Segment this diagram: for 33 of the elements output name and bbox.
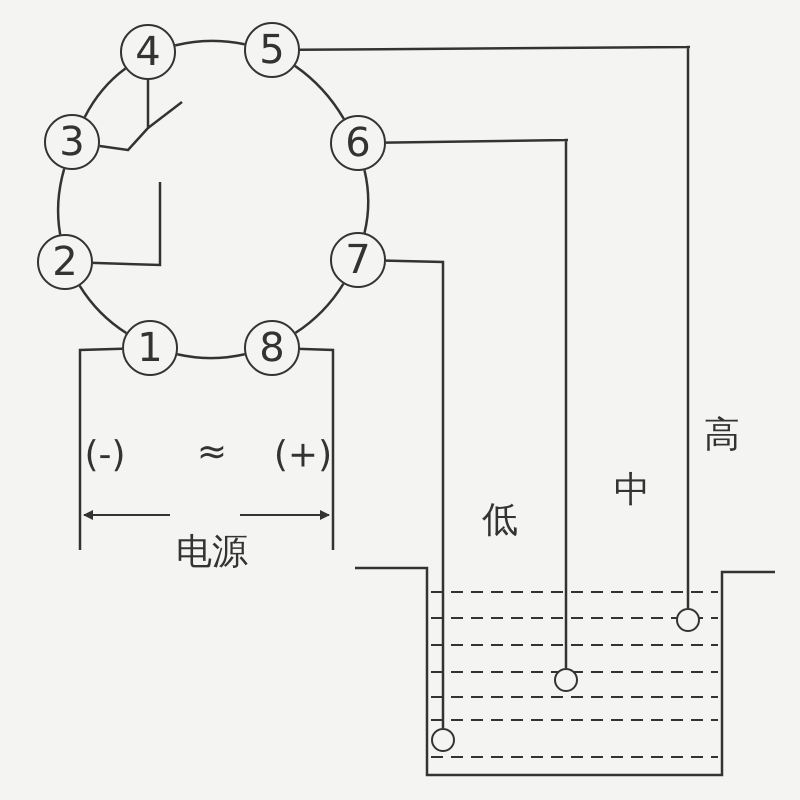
wire <box>100 80 150 152</box>
pin-terminal: 5 <box>244 22 300 78</box>
pin-terminal: 3 <box>44 114 100 170</box>
wire <box>174 40 245 47</box>
wire <box>78 348 122 550</box>
polarity-label: (-) <box>84 434 126 476</box>
electrode-probe <box>554 668 578 692</box>
pin-terminal: 4 <box>120 24 176 80</box>
wire <box>78 285 128 334</box>
wire <box>177 353 245 360</box>
wire <box>300 46 692 608</box>
wire <box>294 64 345 120</box>
level-label: 中 <box>614 468 650 512</box>
wire <box>84 68 126 118</box>
wire <box>300 348 334 550</box>
wire <box>363 170 370 234</box>
wire <box>386 259 444 728</box>
wire <box>294 283 344 334</box>
wire <box>56 168 66 235</box>
level-label: 低 <box>482 498 518 542</box>
level-label: 高 <box>704 414 740 458</box>
electrode-probe <box>676 608 700 632</box>
wire <box>386 138 570 668</box>
pin-terminal: 2 <box>37 234 93 290</box>
wire <box>92 182 162 266</box>
pin-terminal: 8 <box>244 320 300 376</box>
polarity-label: (+) <box>274 434 332 476</box>
pin-terminal: 6 <box>330 115 386 171</box>
power-label: 电源 <box>176 530 248 574</box>
electrode-probe <box>431 728 455 752</box>
pin-terminal: 1 <box>122 320 178 376</box>
current-symbol: ≈ <box>196 432 228 472</box>
pin-terminal: 7 <box>330 232 386 288</box>
